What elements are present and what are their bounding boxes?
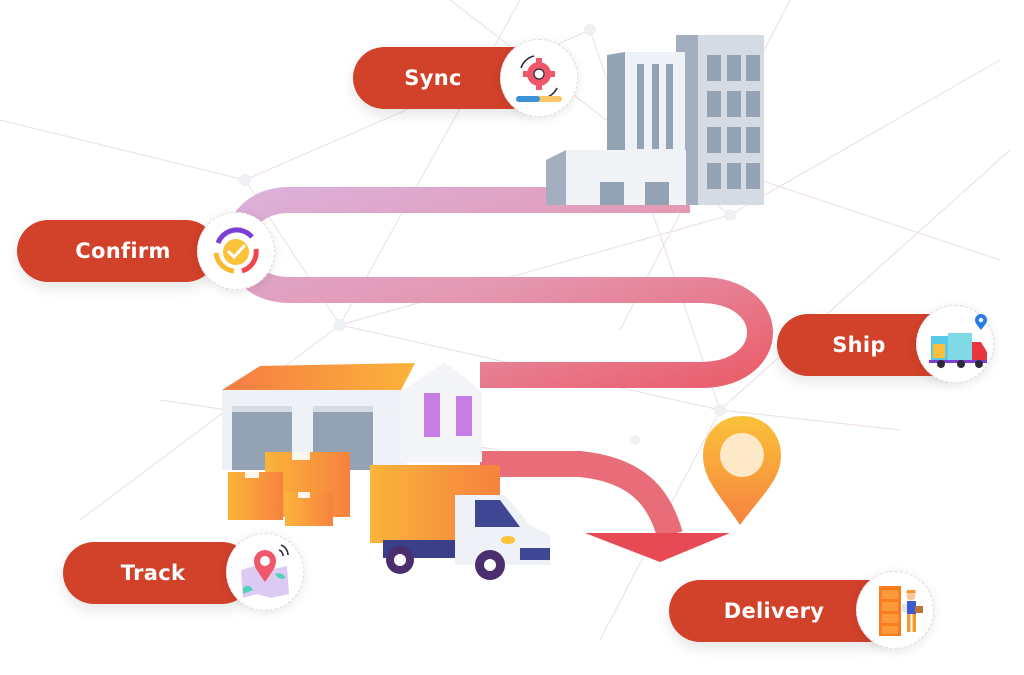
step-track-label: Track	[120, 561, 186, 585]
step-confirm-badge	[197, 212, 275, 290]
step-delivery-badge	[856, 571, 934, 649]
office-building-illustration	[546, 35, 764, 205]
warehouse-illustration	[222, 362, 482, 470]
sync-gear-icon	[516, 55, 562, 102]
route-ribbon-tail	[480, 451, 683, 539]
step-sync-badge	[500, 39, 578, 117]
delivery-person-door-icon	[879, 586, 923, 636]
step-ship-badge	[916, 305, 994, 383]
route-arrow-head	[585, 533, 730, 562]
delivery-truck-illustration	[370, 465, 550, 580]
map-tracking-icon	[241, 544, 289, 598]
step-confirm-pill: Confirm	[17, 220, 217, 282]
shipping-truck-icon	[929, 314, 987, 368]
step-ship-label: Ship	[832, 333, 886, 357]
confirm-check-cycle-icon	[213, 227, 259, 274]
step-delivery-label: Delivery	[723, 599, 825, 623]
step-track-pill: Track	[63, 542, 253, 604]
step-track-badge	[226, 533, 304, 611]
step-confirm-label: Confirm	[75, 239, 171, 263]
step-sync-label: Sync	[404, 66, 462, 90]
parcel-boxes-illustration	[228, 452, 350, 526]
route-ribbon	[224, 187, 773, 388]
network-nodes	[239, 24, 736, 445]
location-pin-illustration	[703, 416, 781, 525]
